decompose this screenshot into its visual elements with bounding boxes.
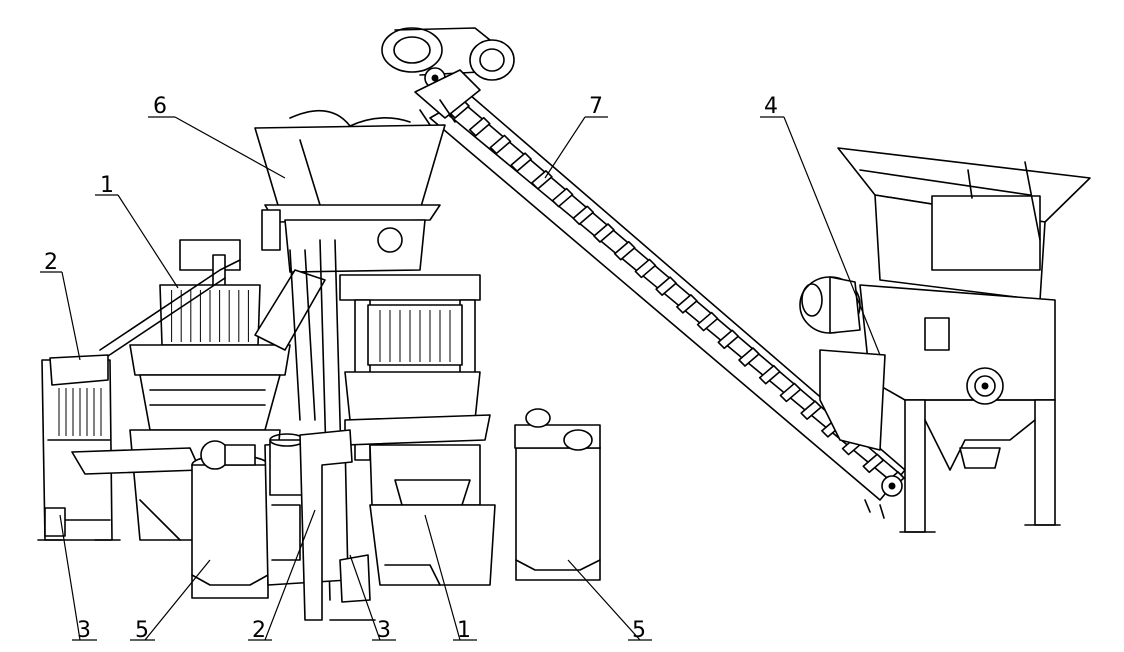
callout-3-bottom: 3 — [377, 618, 391, 643]
callout-1-bottom: 1 — [457, 618, 471, 643]
mixer-unit — [799, 147, 1091, 533]
callout-2-bottom: 2 — [252, 618, 266, 643]
callout-4: 4 — [764, 94, 778, 119]
hydraulic-tank-right — [514, 408, 601, 581]
callout-leaders — [40, 116, 881, 641]
pallet-board-left — [71, 447, 201, 475]
control-stand — [299, 429, 376, 621]
callout-3-bottom-left: 3 — [77, 618, 91, 643]
feed-hopper — [254, 109, 446, 273]
callout-5-bottom-right: 5 — [632, 618, 646, 643]
callout-2-left: 2 — [44, 250, 58, 275]
left-hydraulic-unit — [37, 354, 121, 541]
callout-6: 6 — [153, 94, 167, 119]
center-press — [289, 239, 496, 601]
callout-7: 7 — [589, 94, 603, 119]
callout-1-top: 1 — [100, 173, 114, 198]
hydraulic-tank-left — [191, 440, 269, 599]
callout-5-bottom-left: 5 — [135, 618, 149, 643]
